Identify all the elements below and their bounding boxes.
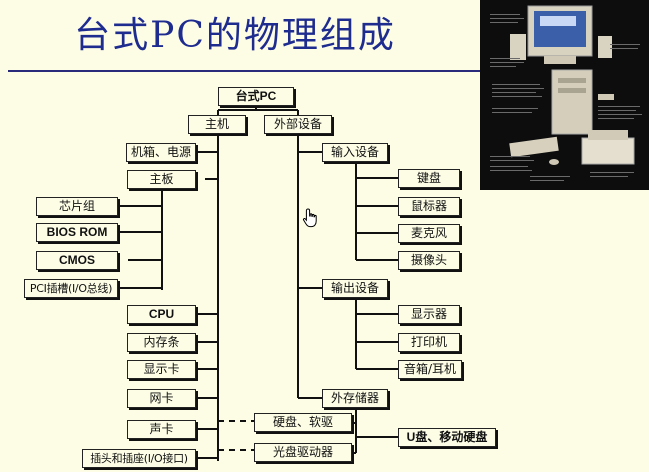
- node-output: 输出设备: [322, 279, 388, 298]
- node-cmos: CMOS: [36, 251, 118, 270]
- pc-hardware-illustration: [490, 5, 642, 181]
- node-keyboard: 键盘: [398, 169, 460, 188]
- node-usb: U盘、移动硬盘: [398, 428, 496, 447]
- node-hdd-fdd: 硬盘、软驱: [254, 413, 352, 432]
- node-sound: 声卡: [127, 420, 196, 439]
- node-storage: 外存储器: [322, 389, 388, 408]
- title-underline: [8, 70, 480, 72]
- node-motherboard: 主板: [127, 170, 196, 189]
- node-io-ports: 插头和插座(I/O接口): [82, 449, 196, 468]
- node-chassis: 机箱、电源: [126, 143, 196, 162]
- node-root: 台式PC: [218, 87, 294, 106]
- hand-pointer-icon: [302, 208, 317, 228]
- node-optical: 光盘驱动器: [254, 443, 352, 462]
- node-host: 主机: [188, 115, 246, 134]
- node-bios: BIOS ROM: [36, 223, 118, 242]
- node-pci: PCI插槽(I/O总线): [24, 279, 118, 298]
- node-printer: 打印机: [398, 333, 460, 352]
- node-mouse: 鼠标器: [398, 197, 460, 216]
- node-graphics: 显示卡: [127, 360, 196, 379]
- node-peripheral: 外部设备: [264, 115, 332, 134]
- node-speaker: 音箱/耳机: [398, 360, 462, 379]
- node-cpu: CPU: [127, 305, 196, 324]
- node-nic: 网卡: [127, 389, 196, 408]
- node-monitor: 显示器: [398, 305, 460, 324]
- pc-hardware-photo: [480, 0, 649, 190]
- node-camera: 摄像头: [398, 251, 460, 270]
- node-chipset: 芯片组: [36, 197, 118, 216]
- page-title: 台式PC的物理组成: [74, 15, 396, 56]
- node-microphone: 麦克风: [398, 224, 460, 243]
- node-input: 输入设备: [322, 143, 388, 162]
- node-memory: 内存条: [127, 333, 196, 352]
